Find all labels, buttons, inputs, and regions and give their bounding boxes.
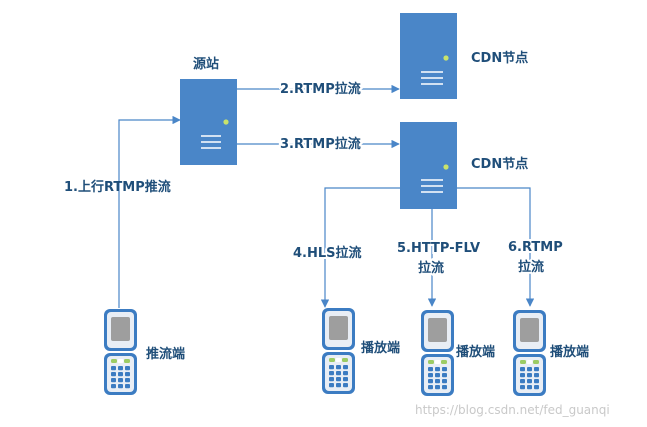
edge-upload xyxy=(118,115,181,308)
player-rtmp-label: 播放端 xyxy=(550,344,589,360)
cdn-top-server-icon xyxy=(400,13,457,99)
edge-label-pull-rtmp-mid: 3.RTMP拉流 xyxy=(280,136,361,152)
player-hls-label: 播放端 xyxy=(361,340,400,356)
cdn-mid-server-icon xyxy=(400,122,457,209)
edge-label-pull-rtmp-top: 2.RTMP拉流 xyxy=(280,81,361,97)
player-flv-label: 播放端 xyxy=(456,344,495,360)
player-rtmp-phone-icon xyxy=(513,310,546,396)
edge-label-pull-rtmp-player-1: 6.RTMP xyxy=(508,240,563,255)
cdn-top-label: CDN节点 xyxy=(471,50,528,66)
edge-pull-rtmp-player xyxy=(457,187,535,307)
edge-label-pull-rtmp-player-2: 拉流 xyxy=(518,259,544,275)
watermark: https://blog.csdn.net/fed_guanqi xyxy=(415,403,610,417)
edge-pull-hls xyxy=(320,187,400,308)
edge-label-pull-flv-2: 拉流 xyxy=(418,260,444,276)
pusher-label: 推流端 xyxy=(146,346,185,362)
origin-label: 源站 xyxy=(193,56,219,72)
player-hls-phone-icon xyxy=(322,308,355,394)
edge-label-upload: 1.上行RTMP推流 xyxy=(64,179,171,195)
edge-label-pull-hls: 4.HLS拉流 xyxy=(293,245,362,261)
cdn-mid-label: CDN节点 xyxy=(471,156,528,172)
player-flv-phone-icon xyxy=(421,310,454,396)
pusher-phone-icon xyxy=(104,309,137,395)
edge-label-pull-flv-1: 5.HTTP-FLV xyxy=(397,241,480,256)
origin-server-icon xyxy=(180,79,237,165)
